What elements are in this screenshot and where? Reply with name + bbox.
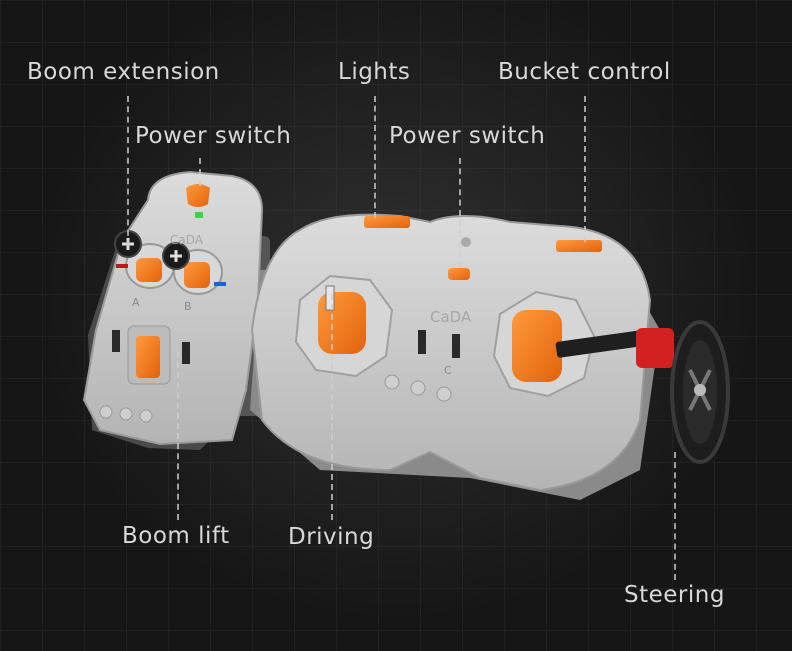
leader-steering <box>674 452 676 580</box>
bucket-switch-cap[interactable] <box>556 240 602 252</box>
boom-extension-lever[interactable] <box>136 258 162 282</box>
boom-lift-lever[interactable] <box>184 262 210 288</box>
leader-power-switch-left <box>199 158 201 186</box>
label-driving: Driving <box>288 524 375 550</box>
channel-mark-b: B <box>184 300 192 313</box>
label-steering: Steering <box>624 582 725 608</box>
right-power-switch[interactable] <box>448 268 470 280</box>
left-housing <box>82 170 264 446</box>
label-power-switch-right: Power switch <box>389 123 546 149</box>
leader-boom-extension <box>127 96 129 246</box>
leader-driving <box>331 294 333 520</box>
label-lights: Lights <box>338 59 411 85</box>
leader-lights <box>374 96 376 218</box>
left-brand-mark: CaDA <box>170 233 204 247</box>
right-brand-mark: CaDA <box>430 308 472 326</box>
label-bucket-control: Bucket control <box>498 59 671 85</box>
boom-lift-slider[interactable] <box>136 336 160 378</box>
status-led <box>195 212 203 218</box>
leader-power-switch-right <box>459 158 461 268</box>
steering-red-mount <box>636 328 674 368</box>
left-power-switch[interactable] <box>186 184 210 207</box>
leader-boom-lift <box>177 352 179 520</box>
steering-wheel[interactable] <box>670 320 730 464</box>
leader-bucket-control <box>584 96 586 242</box>
right-controller <box>250 213 730 500</box>
driving-lever[interactable] <box>318 292 366 354</box>
bucket-lever[interactable] <box>512 310 562 382</box>
label-boom-lift: Boom lift <box>122 523 230 549</box>
channel-mark-a: A <box>132 296 140 309</box>
label-power-switch-left: Power switch <box>135 123 292 149</box>
label-boom-extension: Boom extension <box>27 59 220 85</box>
lights-switch[interactable] <box>364 216 410 228</box>
channel-mark-c: C <box>444 364 452 377</box>
